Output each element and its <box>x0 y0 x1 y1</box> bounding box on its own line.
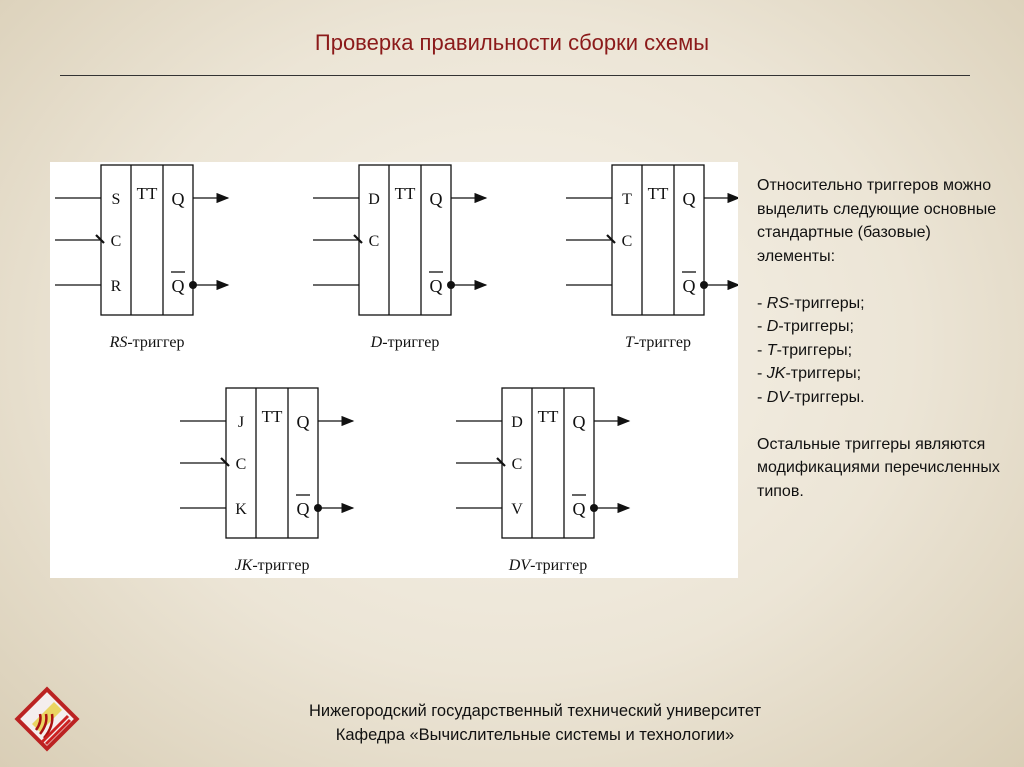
side-text: Относительно триггеров можно выделить сл… <box>757 174 1007 503</box>
trigger-caption: JK-триггер <box>235 557 310 574</box>
trigger-type-item: - DV-триггеры. <box>757 388 865 406</box>
input-label: R <box>111 278 122 295</box>
footer: Нижегородский государственный технически… <box>0 699 1024 747</box>
input-label: C <box>622 233 633 250</box>
item-suffix: -триггеры. <box>789 388 865 406</box>
input-label: K <box>235 501 247 518</box>
input-label: T <box>622 191 632 208</box>
trigger-caption: D-триггер <box>370 334 440 351</box>
inverted-output-label: Q <box>683 276 696 296</box>
footer-department: Кафедра «Вычислительные системы и технол… <box>335 726 735 744</box>
trigger-caption: RS-триггер <box>109 334 185 351</box>
trigger-type-label: TT <box>137 184 158 203</box>
item-type: D <box>766 318 779 335</box>
dynamic-clock-mark <box>353 234 363 244</box>
trigger-rs: S C R TT Q Q RS-триггер <box>55 164 230 351</box>
trigger-type-item: - T-триггеры; <box>757 341 853 359</box>
trigger-type-item: - D-триггеры; <box>757 318 854 335</box>
caption-suffix: -триггер <box>252 557 309 574</box>
trigger-type-item: - RS-триггеры; <box>757 294 865 312</box>
output-label: Q <box>573 412 586 432</box>
inverted-output-label: Q <box>297 499 310 519</box>
output-label: Q <box>172 189 185 209</box>
caption-type: T <box>625 334 635 351</box>
output-label: Q <box>430 189 443 209</box>
dynamic-clock-mark <box>496 457 506 467</box>
trigger-type-label: TT <box>648 184 669 203</box>
input-label: V <box>511 501 523 518</box>
dynamic-clock-mark <box>606 234 616 244</box>
caption-type: DV <box>508 557 533 574</box>
item-suffix: -триггеры; <box>778 318 854 335</box>
input-label: J <box>238 414 244 431</box>
caption-suffix: -триггер <box>530 557 587 574</box>
caption-suffix: -триггер <box>634 334 691 351</box>
caption-type: RS <box>109 334 128 351</box>
input-label: C <box>369 233 380 250</box>
caption-suffix: -триггер <box>127 334 184 351</box>
item-suffix: -триггеры; <box>789 294 865 312</box>
input-label: D <box>368 191 380 208</box>
slide-title: Проверка правильности сборки схемы <box>314 30 710 55</box>
trigger-caption: DV-триггер <box>508 557 587 574</box>
output-label: Q <box>297 412 310 432</box>
item-type: T <box>766 341 777 359</box>
item-type: DV <box>766 388 790 406</box>
trigger-type-label: TT <box>395 184 416 203</box>
outro-text: Остальные триггеры являются модификациям… <box>757 435 1000 500</box>
inverted-output-label: Q <box>172 276 185 296</box>
item-type: JK <box>766 365 786 382</box>
title-divider <box>60 75 970 76</box>
caption-type: JK <box>235 557 254 574</box>
trigger-type-label: TT <box>538 407 559 426</box>
output-label: Q <box>683 189 696 209</box>
input-label: C <box>111 233 122 250</box>
trigger-caption: T-триггер <box>625 334 691 351</box>
dynamic-clock-mark <box>220 457 230 467</box>
inverted-output-label: Q <box>430 276 443 296</box>
input-label: C <box>512 456 523 473</box>
input-label: S <box>112 191 121 208</box>
trigger-type-label: TT <box>262 407 283 426</box>
item-type: RS <box>766 294 790 312</box>
item-suffix: -триггеры; <box>776 341 853 359</box>
trigger-jk: J C K TT Q Q JK-триггер <box>180 387 355 574</box>
item-suffix: -триггеры; <box>785 365 862 382</box>
intro-text: Относительно триггеров можно выделить сл… <box>757 177 997 265</box>
input-label: D <box>511 414 523 431</box>
dynamic-clock-mark <box>95 234 105 244</box>
trigger-type-item: - JK-триггеры; <box>757 365 862 382</box>
university-logo <box>14 686 80 757</box>
footer-university: Нижегородский государственный технически… <box>308 702 762 720</box>
inverted-output-label: Q <box>573 499 586 519</box>
caption-type: D <box>370 334 383 351</box>
input-label: C <box>236 456 247 473</box>
caption-suffix: -триггер <box>382 334 439 351</box>
trigger-dv: D C V TT Q Q DV-триггер <box>456 387 631 574</box>
